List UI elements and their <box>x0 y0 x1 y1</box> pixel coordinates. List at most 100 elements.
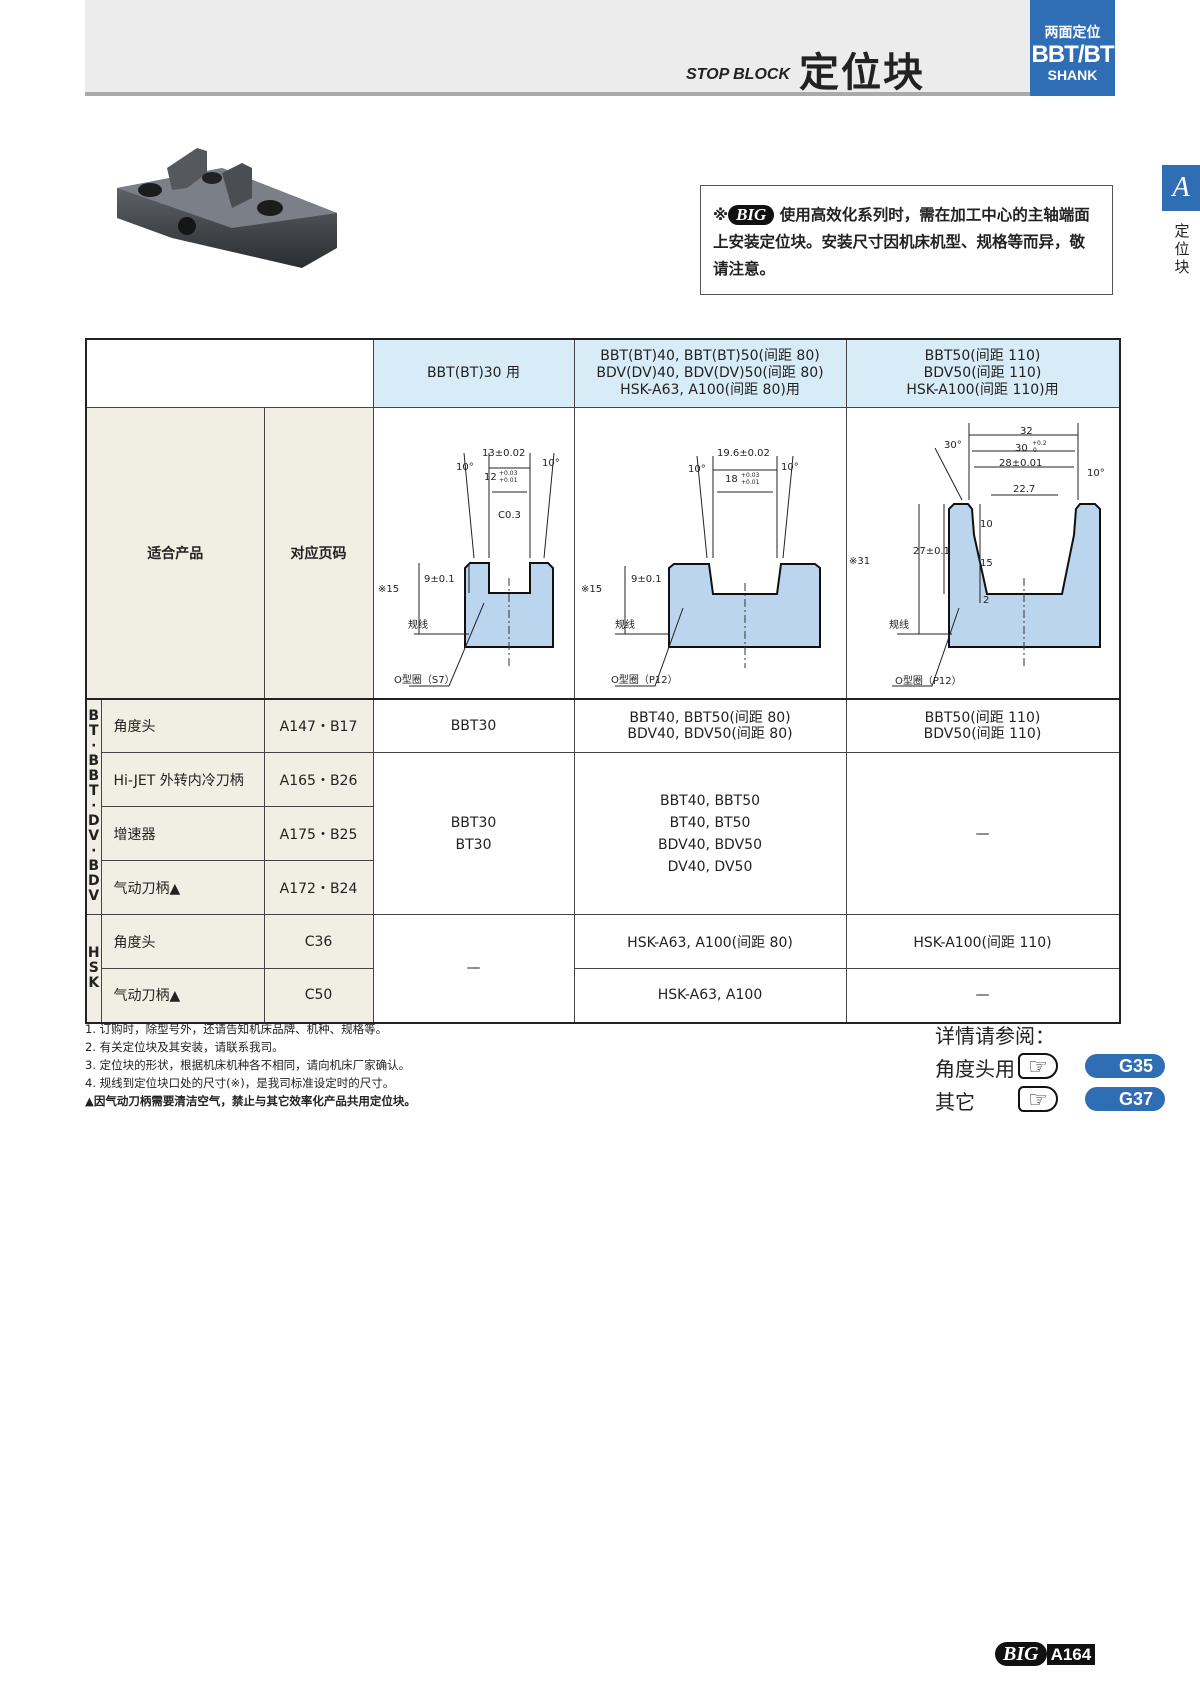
dim-ref: ※15 <box>581 584 602 595</box>
dim-chamfer: C0.3 <box>498 510 521 521</box>
gauge-line-label: 规线 <box>615 618 635 631</box>
cell: BBT30 BT30 <box>372 752 575 915</box>
product-name: 气动刀柄▲ <box>100 968 265 1023</box>
oring-label: O型圈（S7） <box>394 673 455 686</box>
cell: BBT40, BBT50 BT40, BT50 BDV40, BDV50 DV4… <box>573 752 847 915</box>
reference-label: 角度头用 <box>935 1057 1015 1081</box>
dim-h2: 2 <box>983 595 989 606</box>
dim-width-outer: 13±0.02 <box>482 448 525 459</box>
page-link[interactable]: C50 <box>263 968 374 1023</box>
title-en: STOP BLOCK <box>685 66 790 83</box>
page-header: STOP BLOCK 定位块 <box>85 0 1030 96</box>
notice-box: ※BIG 使用高效化系列时，需在加工中心的主轴端面上安装定位块。安装尺寸因机床机… <box>700 185 1113 295</box>
cell: HSK-A63, A100(间距 80) <box>573 914 847 969</box>
notes: 1. 订购时，除型号外，还请告知机床品牌、机种、规格等。 2. 有关定位块及其安… <box>85 1020 416 1110</box>
dim-depth: 9±0.1 <box>631 574 662 585</box>
subheader-page: 对应页码 <box>263 406 374 699</box>
col-header-110: BBT50(间距 110) BDV50(间距 110) HSK-A100(间距 … <box>845 338 1120 408</box>
dim-tol-up: +0.03 <box>741 472 760 479</box>
dim-32: 32 <box>1020 426 1033 437</box>
note: ▲因气动刀柄需要清洁空气，禁止与其它效率化产品共用定位块。 <box>85 1094 416 1108</box>
dim-ref: ※31 <box>849 556 870 567</box>
dim-30: 30 <box>1015 443 1028 454</box>
cell: BBT50(间距 110) BDV50(间距 110) <box>845 698 1120 753</box>
dim-depth: 9±0.1 <box>424 574 455 585</box>
section-tab[interactable]: A <box>1162 165 1200 211</box>
dim-width-outer: 19.6±0.02 <box>717 448 770 459</box>
reference-title: 详情请参阅： <box>935 1024 1055 1048</box>
page-link[interactable]: A172・B24 <box>263 860 374 915</box>
dim-angle-30: 30° <box>944 440 962 451</box>
pointing-hand-icon: ☞ <box>1018 1086 1058 1113</box>
product-name: Hi-JET 外转内冷刀柄 <box>100 752 265 807</box>
reference-block: 详情请参阅： 角度头用 其它 <box>935 1020 1055 1119</box>
gauge-line-label: 规线 <box>889 618 909 631</box>
cell: BBT40, BBT50(间距 80) BDV40, BDV50(间距 80) <box>573 698 847 753</box>
product-name: 增速器 <box>100 806 265 861</box>
dim-width-inner: 18 <box>725 474 738 485</box>
dim-22-7: 22.7 <box>1013 484 1035 495</box>
cell: — <box>845 968 1120 1023</box>
badge-line3: SHANK <box>1047 67 1098 83</box>
diagram-bt30: 13±0.02 12 +0.03 +0.01 10° 10° C0.3 9±0.… <box>372 406 575 699</box>
badge-line1: 两面定位 <box>1044 25 1101 41</box>
note: 3. 定位块的形状，根据机床机种各不相同，请向机床厂家确认。 <box>85 1058 411 1072</box>
cell: — <box>845 752 1120 915</box>
shank-badge: 两面定位 BBT/BT SHANK <box>1030 0 1115 96</box>
stop-block-photo <box>117 148 337 268</box>
dim-h10: 10 <box>980 519 993 530</box>
oring-label: O型圈（P12） <box>895 674 962 687</box>
diagram-110: 32 30 +0.2 0 28±0.01 22.7 30° 10° 10 15 … <box>845 406 1120 699</box>
product-name: 角度头 <box>100 914 265 969</box>
page-link[interactable]: A147・B17 <box>263 698 374 753</box>
reference-link-g35[interactable]: G35 <box>1085 1054 1165 1078</box>
dim-tol-down: +0.01 <box>499 477 518 484</box>
diagram-80: 19.6±0.02 18 +0.03 +0.01 10° 10° 9±0.1 ※… <box>573 406 847 699</box>
compatibility-table: BBT(BT)30 用 BBT(BT)40, BBT(BT)50(间距 80) … <box>85 338 1121 1024</box>
note: 1. 订购时，除型号外，还请告知机床品牌、机种、规格等。 <box>85 1022 388 1036</box>
reference-link-g37[interactable]: G37 <box>1085 1087 1165 1111</box>
dim-28: 28±0.01 <box>999 458 1042 469</box>
col-header-bt30: BBT(BT)30 用 <box>372 338 575 408</box>
dim-ref: ※15 <box>378 584 399 595</box>
dim-angle-right: 10° <box>542 458 560 469</box>
big-logo: BIG <box>728 205 775 225</box>
oring-label: O型圈（P12） <box>611 673 678 686</box>
dim-angle-left: 10° <box>456 462 474 473</box>
page-link[interactable]: C36 <box>263 914 374 969</box>
page-number: A164 <box>1046 1644 1096 1665</box>
note: 2. 有关定位块及其安装，请联系我司。 <box>85 1040 284 1054</box>
col-header-80: BBT(BT)40, BBT(BT)50(间距 80) BDV(DV)40, B… <box>573 338 847 408</box>
product-name: 气动刀柄▲ <box>100 860 265 915</box>
cell: HSK-A100(间距 110) <box>845 914 1120 969</box>
title-cn: 定位块 <box>799 50 925 96</box>
dim-h15: 15 <box>980 558 993 569</box>
product-name: 角度头 <box>100 698 265 753</box>
section-tab-label: 定位块 <box>1174 222 1190 276</box>
reference-label: 其它 <box>935 1090 975 1114</box>
dim-angle-10: 10° <box>1087 468 1105 479</box>
dim-depth: 27±0.1 <box>913 546 950 557</box>
subheader-product: 适合产品 <box>85 406 265 699</box>
cell: BBT30 <box>372 698 575 753</box>
dim-angle-left: 10° <box>688 464 706 475</box>
big-logo: BIG <box>995 1642 1047 1666</box>
pointing-hand-icon: ☞ <box>1018 1053 1058 1080</box>
cell: HSK-A63, A100 <box>573 968 847 1023</box>
note-mark: ※ <box>713 206 729 224</box>
dim-angle-right: 10° <box>781 462 799 473</box>
page-link[interactable]: A175・B25 <box>263 806 374 861</box>
dim-tol-up: +0.2 <box>1032 440 1047 447</box>
cell: — <box>372 914 575 1023</box>
dim-tol-down: 0 <box>1033 447 1037 454</box>
dim-tol-down: +0.01 <box>741 479 760 486</box>
page-link[interactable]: A165・B26 <box>263 752 374 807</box>
dim-width-inner: 12 <box>484 472 497 483</box>
badge-line2: BBT/BT <box>1031 41 1115 68</box>
notice-text: 使用高效化系列时，需在加工中心的主轴端面上安装定位块。安装尺寸因机床机型、规格等… <box>713 206 1090 278</box>
blank-corner <box>85 338 374 407</box>
gauge-line-label: 规线 <box>408 618 428 631</box>
